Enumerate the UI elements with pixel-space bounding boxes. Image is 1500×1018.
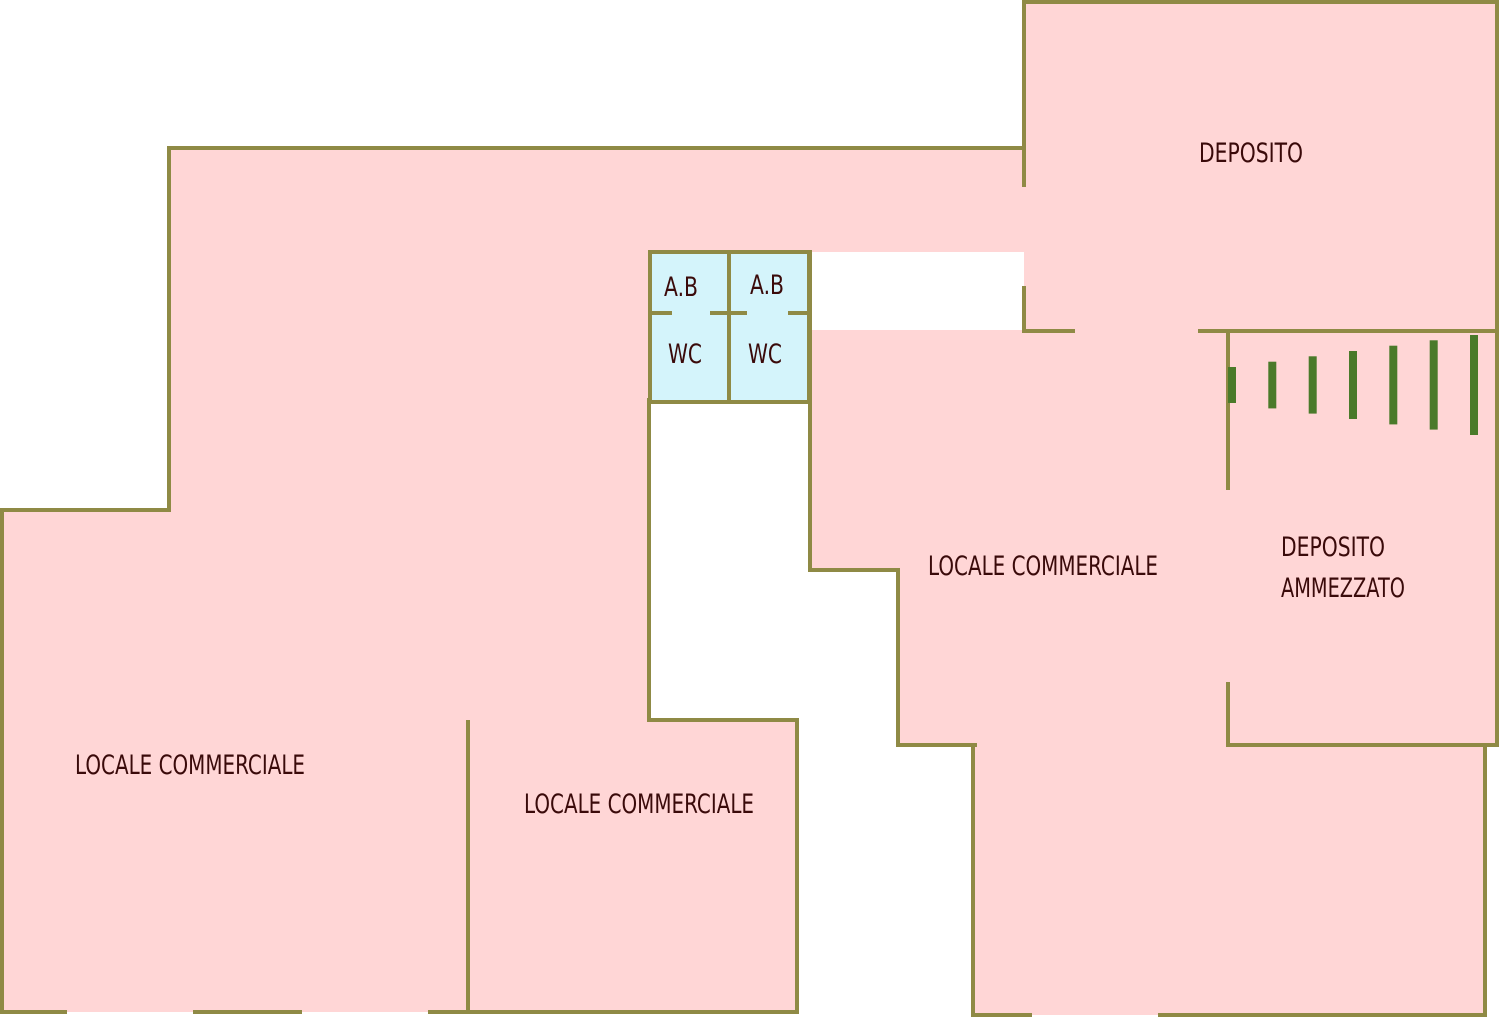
room-labels: DEPOSITO A.B A.B WC WC LOCALE COMMERCIAL… bbox=[75, 138, 1405, 820]
room-label-locale-middle: LOCALE COMMERCIALE bbox=[524, 789, 754, 820]
stair-step bbox=[1389, 345, 1398, 425]
stair-step bbox=[1268, 361, 1277, 409]
floor-main-area bbox=[2, 148, 810, 1012]
room-label-locale-left: LOCALE COMMERCIALE bbox=[75, 750, 305, 781]
stair-step bbox=[1308, 356, 1317, 414]
wall-outer-left bbox=[0, 508, 171, 1014]
wall-deposito-inner bbox=[1022, 286, 1075, 333]
room-label-wc-right: WC bbox=[748, 339, 782, 370]
room-label-wc-left: WC bbox=[668, 339, 702, 370]
room-label-ab-left: A.B bbox=[664, 272, 698, 303]
room-label-deposito-ammezzato-1: DEPOSITO bbox=[1281, 532, 1385, 563]
wall-right-center bbox=[808, 250, 977, 747]
stair-step bbox=[1228, 367, 1236, 403]
floor-left-wing bbox=[169, 2, 1499, 1015]
wall-deposito bbox=[1022, 0, 1499, 332]
wall-outer-top-left bbox=[167, 146, 1026, 512]
stair-steps bbox=[1228, 335, 1478, 435]
stair-step bbox=[1429, 340, 1438, 430]
floor-connector bbox=[649, 148, 1025, 252]
stair-step bbox=[1470, 335, 1478, 435]
room-label-deposito-ammezzato-2: AMMEZZATO bbox=[1281, 573, 1405, 604]
room-label-deposito: DEPOSITO bbox=[1199, 138, 1303, 169]
wall-courtyard bbox=[647, 398, 799, 1014]
room-label-ab-right: A.B bbox=[750, 270, 784, 301]
room-label-locale-center: LOCALE COMMERCIALE bbox=[928, 551, 1158, 582]
stair-step bbox=[1349, 351, 1357, 419]
wall-right-lower bbox=[971, 743, 1032, 1017]
